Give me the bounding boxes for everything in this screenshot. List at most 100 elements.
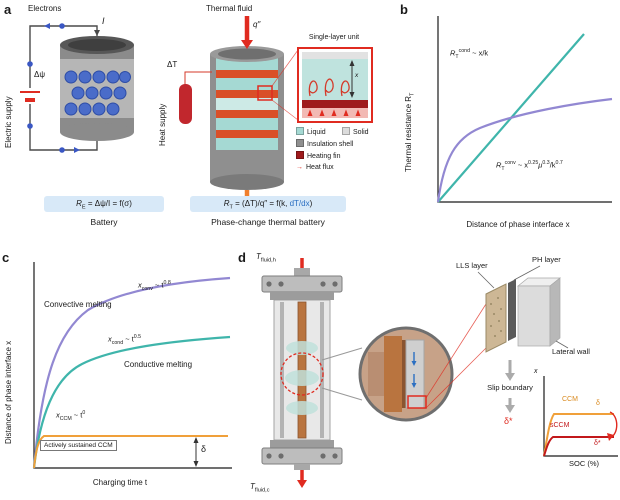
heat-flux-arrow-icon: → [296,164,303,171]
mini-y-axis-label: x [534,368,538,375]
delta-reduction-arrow [609,411,618,439]
cond-scaling-label: xcond ~ t0.5 [108,334,141,346]
panel-a-graphics [20,16,373,210]
lls-layer-shape [485,283,507,353]
eq-part: ~ t [152,280,164,290]
mini-x-axis-label: SOC (%) [569,459,599,468]
ph-layer-shape [508,279,516,341]
convective-melting-label: Convective melting [44,300,112,309]
c-y-axis-label: Distance of phase interface x [4,340,13,444]
electron-flow-arrow [44,23,50,29]
legend-label: Liquid [307,129,326,136]
convection-curl [340,80,350,97]
eq-part: E [81,204,86,211]
eq-part: ~ t [71,410,83,420]
slip-sequence-arrows [505,360,515,413]
thermal-caption: Phase-change thermal battery [211,217,325,227]
lls-layer-label: LLS layer [456,261,488,270]
convection-curl [324,78,334,97]
thermal-equation: RT = (ΔT)/q″ = f(k, dT/dx) [190,196,346,212]
mini-delta-star-label: δ* [594,440,601,447]
convective-melting-curve [32,276,231,469]
panel-c-label: c [2,250,10,265]
panel-b-label: b [400,2,408,17]
mini-ccm-label: CCM [562,396,578,403]
heat-in-arrow [241,16,253,49]
panel-d-graphics [261,258,618,488]
panel-c-plot [32,262,232,469]
ph-layer-label: PH layer [532,255,561,264]
heater [179,71,212,124]
heat-supply-label: Heat supply [158,103,167,146]
eq-part: /k [549,160,556,170]
thermal-battery-cylinder [210,46,284,190]
eq-part: 0.8 [163,280,171,286]
soc-mini-chart [543,376,618,457]
eq-part: R [496,160,502,170]
eq-part: T [250,482,255,491]
c-x-axis-label: Charging time t [92,478,148,487]
panel-b-plot [436,16,613,203]
zoom-region-circle [280,352,324,396]
cold-fluid-arrow [297,470,307,488]
mini-sccm-label: sCCM [550,422,570,429]
liquid-swatch-icon [296,127,304,135]
single-layer-unit-label: Single-layer unit [308,34,360,41]
eq-part: x [138,280,142,290]
hot-fluid-temp-label: Tfluid,h [256,252,276,264]
magnifier [321,303,487,422]
delta-label: δ [201,444,207,454]
slip-boundary-label: Slip boundary [487,383,533,392]
legend-item-flux: →Heat flux [296,163,334,172]
legend-label: Heating fin [307,153,341,160]
conv-scaling-label: xconv ~ t0.8 [138,280,171,292]
legend-item-fin: Heating fin [296,151,340,161]
eq-part: T [229,204,233,211]
panel-d-label: d [238,250,246,265]
eq-part: 0.3 [542,160,550,166]
axes [543,376,618,457]
conductive-melting-label: Conductive melting [124,360,193,369]
lateral-wall-shape [517,285,551,347]
eq-part: 0.25 [528,160,539,166]
conv-scaling-label: RTconv ~ x0.25μ0.3/k0.7 [496,160,563,172]
eq-part: μ [538,160,543,170]
eq-part: T [455,54,459,60]
eq-part: R [223,199,230,208]
legend-item-liquid: Liquid [296,127,326,137]
eq-part: conv [504,160,516,166]
apparatus [261,268,343,470]
eq-part: conv [141,286,153,292]
electrons-label: Electrons [28,4,62,13]
lateral-wall-label: Lateral wall [552,347,590,356]
cold-fluid-temp-label: Tfluid,c [250,482,270,494]
eq-part: ) [309,199,313,208]
legend-label: Insulation shell [307,141,354,148]
shell-swatch-icon [296,139,304,147]
delta-t-label: ΔT [167,60,178,69]
eq-part: 0.7 [555,160,563,166]
heat-flux-q-label: q″ [253,20,261,29]
mini-delta-label: δ [596,400,600,407]
single-layer-inset [297,47,373,123]
conductive-melting-curve [32,335,231,469]
eq-part: = (ΔT)/q″ = f(k, [232,199,290,208]
panel-c: c Distance of phase interface x Charging… [0,248,240,500]
panel-b: b Thermal resistance RT Distance of phas… [398,0,620,248]
inset-x-label: x [355,72,359,79]
legend-item-solid: Solid [342,127,369,137]
panel-a-label: a [4,2,12,17]
ion-spheres [64,70,131,116]
eq-part: 0.5 [133,334,142,340]
battery-caption: Battery [90,217,118,227]
eq-part: = Δψ/I = f(σ) [85,199,132,208]
axes [437,16,612,203]
eq-part: R [76,199,82,208]
eq-part: ~ x [515,160,529,170]
legend-label: Solid [353,129,369,136]
magnifier-ring [358,326,454,422]
layer-callout-rect [407,395,427,409]
battery-equation: RE = Δψ/I = f(σ) [44,196,164,212]
thermal-fluid-label: Thermal fluid [206,4,253,13]
